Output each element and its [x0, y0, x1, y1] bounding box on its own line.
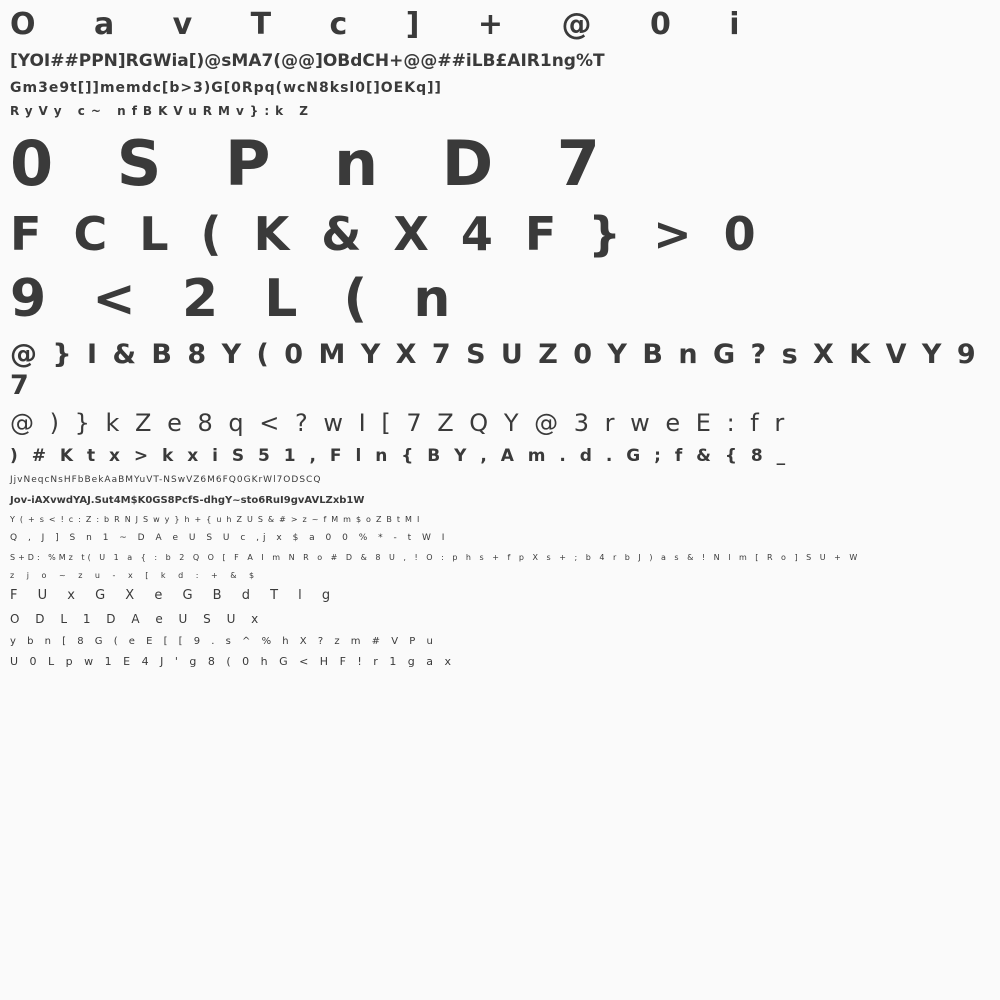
glyph-line: Jov-iAXvwdYAJ.Sut4M$K0GS8PcfS-dhgY~sto6R… — [10, 494, 365, 506]
glyph-line: O a v T c ] + @ 0 i — [10, 7, 764, 42]
glyph-art-canvas: O a v T c ] + @ 0 i [YOI##PPN]RGWia[)@sM… — [10, 7, 990, 669]
glyph-line: @ ) } k Z e 8 q < ? w I [ 7 Z Q Y @ 3 r … — [10, 409, 789, 438]
glyph-line: RyVy c~ nfBKVuRMv}:k Z — [10, 104, 314, 119]
glyph-line: Gm3e9t[]]memdc[b>3)G[0Rpq(wcN8ksl0[]OEKq… — [10, 80, 442, 97]
glyph-line: JjvNeqcNsHFbBekAaBMYuVT-NSwVZ6M6FQ0GKrWl… — [10, 475, 322, 486]
glyph-line: ) # K t x > k x i S 5 1 , F l n { B Y , … — [10, 445, 790, 466]
glyph-line: F C L ( K & X 4 F } > 0 — [10, 207, 764, 262]
glyph-line: S+D: %Mz t( U 1 a { : b 2 Q O [ F A I m … — [10, 552, 861, 562]
glyph-line: U 0 L p w 1 E 4 J ' g 8 ( 0 h G < H F ! … — [10, 655, 456, 669]
glyph-line: O D L 1 D A e U S U x — [10, 611, 265, 626]
glyph-line: 0 S P n D 7 — [10, 126, 621, 200]
glyph-line: z j o ~ z u - x [ k d : + & $ — [10, 570, 260, 580]
glyph-line: y b n [ 8 G ( e E [ [ 9 . s ^ % h X ? z … — [10, 635, 437, 647]
glyph-line: [YOI##PPN]RGWia[)@sMA7(@@]OBdCH+@@##iLB£… — [10, 50, 605, 71]
glyph-line: Y(+s<!c:Z:bRNJSwy}h+{uhZUS&#>z~fMm$oZBtM… — [10, 515, 425, 524]
glyph-line: Q , J ] S n 1 ~ D A e U S U c ,j x $ a 0… — [10, 533, 449, 544]
glyph-line: F U x G X e G B d T l g — [10, 587, 339, 603]
glyph-line: @ } I & B 8 Y ( 0 M Y X 7 S U Z 0 Y B n … — [10, 338, 979, 401]
glyph-line: 9 < 2 L ( n — [10, 269, 465, 330]
